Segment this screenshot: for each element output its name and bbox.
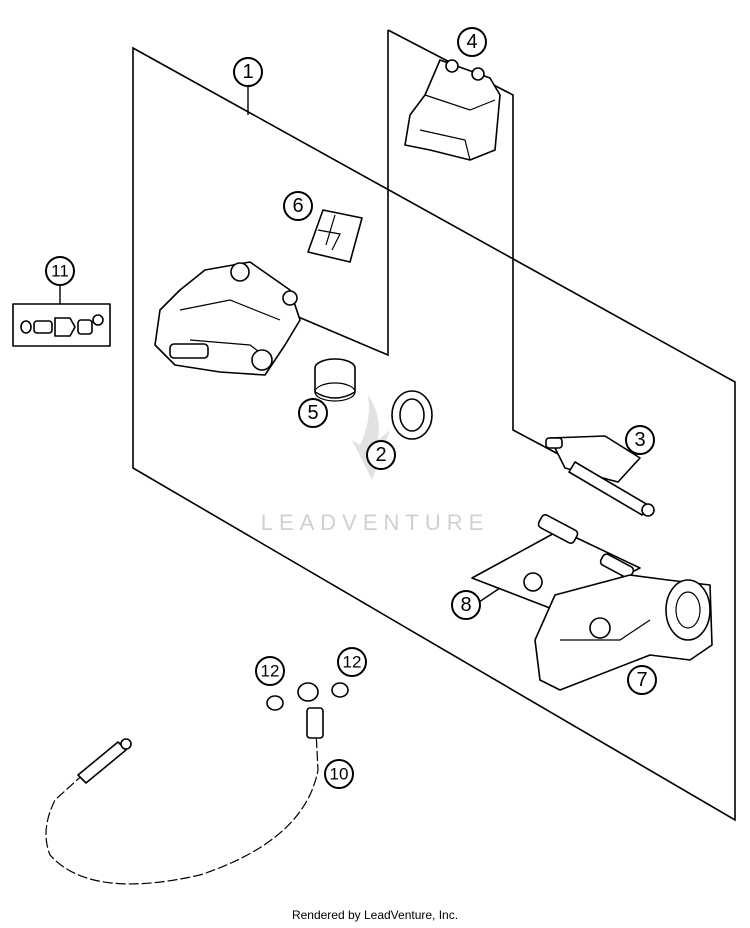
svg-text:7: 7 xyxy=(636,669,647,691)
callout-11: 11 xyxy=(45,256,75,304)
brake-pad-part xyxy=(404,59,501,161)
callout-3: 3 xyxy=(625,425,655,455)
svg-text:12: 12 xyxy=(343,653,362,672)
svg-text:5: 5 xyxy=(307,402,318,424)
svg-text:11: 11 xyxy=(51,262,69,281)
bolt-set-part xyxy=(471,514,641,611)
callout-7: 7 xyxy=(627,665,657,695)
svg-text:4: 4 xyxy=(466,31,477,53)
seal-ring-part xyxy=(391,390,433,440)
svg-text:3: 3 xyxy=(634,429,645,451)
callout-8: 8 xyxy=(451,587,501,620)
callout-2: 2 xyxy=(366,440,396,470)
spring-clip-part xyxy=(307,209,363,263)
pin-set-part xyxy=(545,435,655,517)
brake-caliper-part xyxy=(154,261,301,376)
leadventure-watermark: LEADVENTURE xyxy=(261,395,490,535)
footer-credit: Rendered by LeadVenture, Inc. xyxy=(292,908,458,922)
piston-part xyxy=(314,358,356,402)
brake-hose-part xyxy=(45,707,324,885)
callout-6: 6 xyxy=(283,191,313,221)
bleed-valve-kit-part xyxy=(12,303,111,347)
svg-text:1: 1 xyxy=(242,61,253,83)
callout-4: 4 xyxy=(457,27,487,57)
callout-12-right: 12 xyxy=(337,647,367,677)
callout-1: 1 xyxy=(233,57,263,115)
callout-10: 10 xyxy=(324,759,354,789)
svg-text:8: 8 xyxy=(460,594,471,616)
callout-12-left: 12 xyxy=(255,656,285,686)
caliper-support-part xyxy=(534,574,713,691)
callout-5: 5 xyxy=(298,398,328,428)
svg-text:12: 12 xyxy=(261,662,280,681)
svg-text:6: 6 xyxy=(292,195,303,217)
washer-part xyxy=(266,682,349,711)
svg-text:2: 2 xyxy=(375,444,386,466)
svg-text:LEADVENTURE: LEADVENTURE xyxy=(261,510,490,535)
svg-text:10: 10 xyxy=(330,765,349,784)
